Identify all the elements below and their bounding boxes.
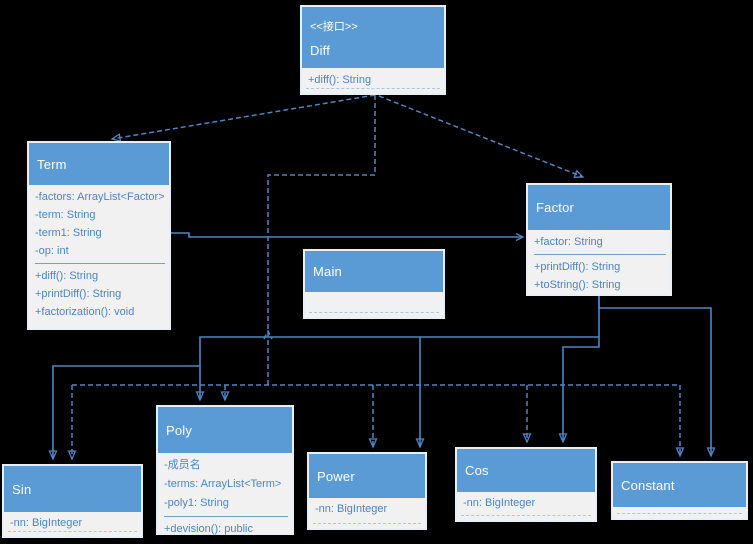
association-branch-to-sin[interactable] — [48, 365, 200, 461]
class-main[interactable]: Main — [303, 249, 445, 319]
method-row: +devision(): public — [164, 523, 253, 535]
class-sin[interactable]: Sin -nn: BigInteger — [2, 464, 143, 538]
field-row: -factors: ArrayList<Factor> — [35, 191, 165, 203]
empty-compartment-divider — [617, 513, 742, 514]
class-factor-name: Factor — [536, 200, 575, 215]
method-row: +printDiff(): String — [35, 288, 122, 300]
empty-compartment-divider — [8, 531, 137, 532]
class-term[interactable]: Term -factors: ArrayList<Factor> -term: … — [27, 141, 171, 330]
method-row: +toString(): String — [534, 279, 621, 291]
class-sin-body: -nn: BigInteger — [4, 512, 141, 531]
field-row: -poly1: String — [164, 497, 229, 509]
class-poly-header: Poly — [158, 407, 292, 453]
class-diff-body: +diff(): String — [302, 68, 444, 89]
class-term-name: Term — [37, 156, 67, 172]
class-power-body: -nn: BigInteger — [309, 498, 425, 517]
compartment-divider — [35, 263, 165, 264]
empty-compartment-divider — [461, 515, 591, 516]
field-row: +factor: String — [534, 236, 603, 248]
realization-diff-to-factor[interactable] — [378, 95, 585, 178]
field-row: -成员名 — [164, 459, 201, 471]
class-main-header: Main — [305, 251, 443, 292]
class-poly[interactable]: Poly -成员名 -terms: ArrayList<Term> -poly1… — [156, 405, 294, 535]
empty-compartment-divider — [309, 312, 439, 313]
class-cos-name: Cos — [465, 463, 489, 478]
class-power-header: Power — [309, 454, 425, 498]
class-factor-body: +factor: String +printDiff(): String +to… — [528, 230, 670, 294]
class-sin-header: Sin — [4, 466, 141, 512]
field-row: -nn: BigInteger — [463, 497, 536, 509]
class-term-body: -factors: ArrayList<Factor> -term: Strin… — [29, 185, 169, 321]
class-diff[interactable]: <<接口>> Diff +diff(): String — [300, 5, 446, 95]
compartment-divider — [164, 516, 288, 517]
class-constant[interactable]: Constant — [611, 461, 748, 520]
association-factor-to-poly[interactable] — [195, 336, 599, 402]
class-diff-header: <<接口>> Diff — [302, 7, 444, 68]
class-constant-header: Constant — [613, 463, 746, 507]
class-diff-stereotype: <<接口>> — [310, 20, 358, 33]
class-term-header: Term — [29, 143, 169, 185]
empty-compartment-divider — [313, 523, 421, 524]
class-poly-body: -成员名 -terms: ArrayList<Term> -poly1: Str… — [158, 453, 292, 539]
realization-trunk-from-diff[interactable] — [267, 95, 376, 385]
field-row: -nn: BigInteger — [315, 503, 388, 515]
method-row: +factorization(): void — [35, 306, 135, 318]
field-row: -terms: ArrayList<Term> — [164, 478, 282, 490]
class-power-name: Power — [317, 468, 355, 484]
class-factor[interactable]: Factor +factor: String +printDiff(): Str… — [526, 183, 672, 296]
method-row: +diff(): String — [308, 74, 372, 86]
compartment-divider — [534, 254, 666, 255]
class-factor-header: Factor — [528, 185, 670, 230]
class-cos-header: Cos — [457, 449, 595, 492]
class-diff-name: Diff — [310, 42, 331, 58]
class-power[interactable]: Power -nn: BigInteger — [307, 452, 427, 530]
association-term-to-factor[interactable] — [171, 232, 525, 242]
association-factor-to-cos[interactable] — [558, 294, 600, 444]
field-row: -op: int — [35, 245, 69, 257]
method-row: +printDiff(): String — [534, 261, 621, 273]
class-cos-body: -nn: BigInteger — [457, 492, 595, 511]
empty-compartment-divider — [306, 88, 440, 89]
class-cos[interactable]: Cos -nn: BigInteger — [455, 447, 597, 522]
field-row: -term1: String — [35, 227, 102, 239]
class-main-name: Main — [313, 264, 342, 279]
class-sin-name: Sin — [12, 481, 32, 497]
association-factor-to-constant[interactable] — [598, 294, 716, 458]
class-poly-name: Poly — [166, 422, 193, 438]
field-row: -term: String — [35, 209, 96, 221]
realization-diff-to-term[interactable] — [110, 94, 376, 143]
class-constant-name: Constant — [621, 477, 675, 493]
field-row: -nn: BigInteger — [10, 517, 83, 529]
method-row: +diff(): String — [35, 270, 99, 282]
